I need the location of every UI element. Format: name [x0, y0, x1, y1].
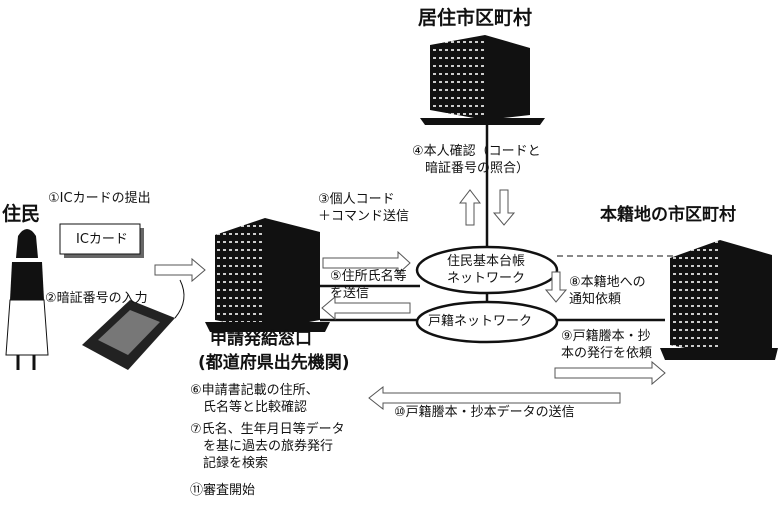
- municipality-title: 居住市区町村: [418, 7, 533, 29]
- arrow-left-s10: [368, 385, 621, 411]
- office-building-icon: [205, 218, 330, 332]
- ic-card-icon: [59, 223, 141, 255]
- honseki-title: 本籍地の市区町村: [600, 205, 736, 225]
- step-4: ④本人確認（コードと 暗証番号の照合）: [412, 144, 541, 176]
- koseki-network-label: 戸籍ネットワーク: [428, 314, 533, 329]
- step-2: ②暗証番号の入力: [45, 291, 148, 306]
- step-10: ⑩戸籍謄本・抄本データの送信: [394, 405, 575, 420]
- flow-arrows: [154, 189, 666, 411]
- step-11: ⑪審査開始: [190, 483, 256, 498]
- arrow-down-s4: [492, 189, 516, 226]
- keypad-device-icon: [82, 279, 185, 370]
- office-title: 申請発給窓口: [210, 329, 312, 349]
- arrow-right-card: [154, 257, 206, 283]
- municipality-building-icon: [420, 35, 545, 125]
- arrow-right-s3: [322, 250, 411, 276]
- resident-person-icon: [5, 229, 49, 370]
- arrow-up-s4: [458, 189, 482, 226]
- step-7: ⑦氏名、生年月日等データ を基に過去の旅券発行 記録を検索: [190, 422, 345, 471]
- step-5: ⑤住所氏名等 を送信: [330, 269, 407, 301]
- step-9: ⑨戸籍謄本・抄 本の発行を依頼: [561, 329, 653, 361]
- honseki-building-icon: [660, 240, 778, 360]
- arrow-down-s8: [544, 271, 568, 303]
- juki-network-label-1: 住民基本台帳: [447, 254, 526, 269]
- step-3: ③個人コード ＋コマンド送信: [318, 192, 410, 224]
- arrow-right-s9: [554, 360, 666, 386]
- juki-network-label-2: ネットワーク: [447, 271, 526, 286]
- arrow-left-s5: [321, 295, 411, 321]
- step-8: ⑧本籍地への 通知依頼: [569, 275, 646, 307]
- step-1: ①ICカードの提出: [48, 191, 151, 206]
- juki-network-node: [415, 245, 559, 295]
- step-6: ⑥申請書記載の住所、 氏名等と比較確認: [190, 383, 319, 415]
- resident-title: 住民: [2, 203, 41, 225]
- ic-card-label: ICカード: [76, 232, 128, 247]
- koseki-network-node: [415, 300, 559, 344]
- office-subtitle: (都道府県出先機関): [198, 353, 350, 373]
- connection-lines: [320, 125, 665, 322]
